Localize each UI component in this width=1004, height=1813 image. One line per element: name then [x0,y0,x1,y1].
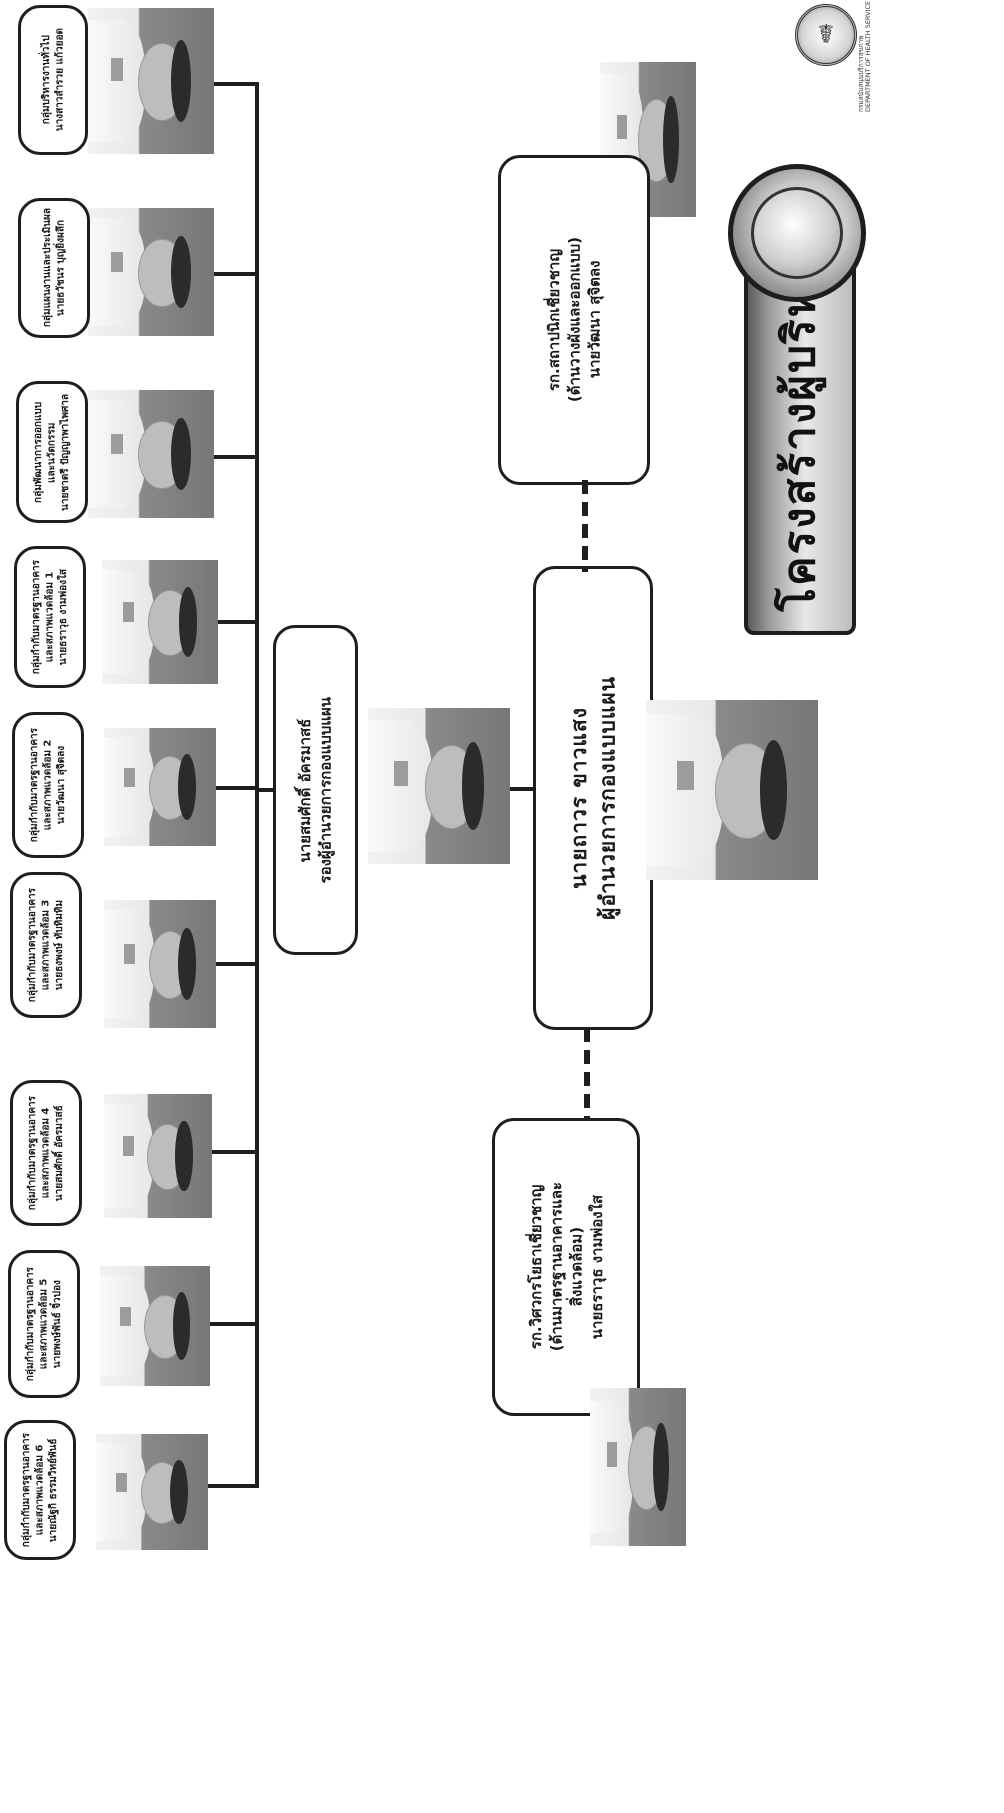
group-trunk-line [255,82,259,1486]
group-photo [88,208,214,336]
expert-standards-photo [590,1388,686,1546]
group-photo [104,1094,212,1218]
group-title: กลุ่มกำกับมาตรฐานอาคาร [24,1266,36,1382]
group-connector [214,272,258,276]
group-title: กลุ่มแผนงานและประเมินผล [41,208,53,328]
group-title: กลุ่มกำกับมาตรฐานอาคาร [28,727,40,843]
group-head-name: นายธงพงษ์ ทับทิมทิม [53,899,65,991]
group-head-name: นายพงษ์พันธ์ จิ๋วปอง [51,1279,63,1369]
expert-design-name: นายวัฒนา สุจิตลง [585,261,604,379]
group-photo [100,1266,210,1386]
group-title: กลุ่มกำกับมาตรฐานอาคาร [26,1095,38,1211]
group-title: กลุ่มบริหารงานทั่วไป [40,35,52,125]
group-subtitle: และสภาพแวดล้อม 3 [40,899,52,991]
group-box: กลุ่มบริหารงานทั่วไป นางสาวสำรวย แก้วยอด [18,5,88,155]
group-connector [208,1484,259,1488]
group-connector [212,1150,258,1154]
group-head-name: นายณัฐกิ ธรรมวิทย์พันธ์ [47,1438,59,1542]
group-subtitle: และสภาพแวดล้อม 5 [38,1278,50,1370]
group-connector [214,82,258,86]
group-box: กลุ่มกำกับมาตรฐานอาคาร และสภาพแวดล้อม 5 … [8,1250,80,1398]
expert-standards-name: นายธราวุธ งามพ่องใส [587,1194,606,1340]
director-photo [646,700,818,880]
logo-caption: กรมสนับสนุนบริการสุขภาพ DEPARTMENT OF HE… [857,0,872,112]
group-box: กลุ่มกำกับมาตรฐานอาคาร และสภาพแวดล้อม 2 … [12,712,84,858]
group-subtitle: และสภาพแวดล้อม 2 [42,739,54,831]
deputy-position: รองผู้อำนวยการกองแบบแผน [316,696,335,884]
expert-standards-title: รก.วิศวกรโยธาเชี่ยวชาญ [526,1184,545,1350]
group-photo [104,728,216,846]
group-head-name: นายธวัชนร บุญยิ่งผลึก [55,219,66,317]
group-connector [214,620,258,624]
expert-standards-subtitle-1: (ด้านมาตรฐานอาคารและ [546,1182,565,1352]
group-subtitle: และสภาพแวดล้อม 6 [34,1444,46,1536]
group-subtitle: และนวัตกรรม [46,421,58,483]
expert-standards-subtitle-2: สิ่งแวดล้อม) [567,1227,585,1307]
group-box: กลุ่มพัฒนาการออกแบบ และนวัตกรรม นายชาตรี… [16,381,88,523]
group-subtitle: และสภาพแวดล้อม 1 [44,571,56,663]
director-name: นายถาวร ขาวแสง [566,707,591,889]
deputy-name: นายสมศักดิ์ อัครมาสธ์ [296,718,315,862]
director-deputy-connector [510,787,536,791]
group-photo [88,390,214,518]
group-head-name: นางสาวสำรวย แก้วยอด [54,28,65,132]
group-head-name: นายชาตรี ปัญญาพาไพศาล [59,393,71,511]
title-ornament-icon [728,164,866,302]
group-photo [104,900,216,1028]
expert-design-subtitle: (ด้านวางผังและออกแบบ) [564,237,583,403]
expert-standards-box: รก.วิศวกรโยธาเชี่ยวชาญ (ด้านมาตรฐานอาคาร… [492,1118,640,1416]
ministry-seal-icon: ☤ [795,4,857,66]
group-photo [96,1434,208,1550]
group-connector [214,786,258,790]
group-photo [88,8,214,154]
director-position: ผู้อำนวยการกองแบบแผน [595,676,619,920]
group-title: กลุ่มกำกับมาตรฐานอาคาร [26,887,38,1003]
director-box: นายถาวร ขาวแสง ผู้อำนวยการกองแบบแผน [533,566,653,1030]
deputy-box: นายสมศักดิ์ อัครมาสธ์ รองผู้อำนวยการกองแ… [273,625,358,955]
group-connector [214,962,258,966]
group-head-name: นายธราวุธ งามพ่องใส [57,568,69,666]
deputy-photo [368,708,510,864]
group-subtitle: และสภาพแวดล้อม 4 [40,1107,52,1199]
group-title: กลุ่มกำกับมาตรฐานอาคาร [20,1432,32,1548]
group-box: กลุ่มกำกับมาตรฐานอาคาร และสภาพแวดล้อม 3 … [10,872,82,1018]
group-photo [102,560,218,684]
expert-design-box: รก.สถาปนิกเชี่ยวชาญ (ด้านวางผังและออกแบบ… [498,155,650,485]
group-connector [210,1322,258,1326]
group-head-name: นายสมศักดิ์ อัครมาสธ์ [53,1105,65,1201]
group-connector [214,455,258,459]
expert-design-title: รก.สถาปนิกเชี่ยวชาญ [544,248,563,392]
deputy-trunk-connector [258,788,275,792]
group-box: กลุ่มกำกับมาตรฐานอาคาร และสภาพแวดล้อม 6 … [4,1420,76,1560]
group-head-name: นายวัฒนา สุจิตลง [55,745,67,825]
logo-caption-en: DEPARTMENT OF HEALTH SERVICE SUPPORT [864,0,872,112]
group-title: กลุ่มกำกับมาตรฐานอาคาร [30,559,42,675]
group-box: กลุ่มกำกับมาตรฐานอาคาร และสภาพแวดล้อม 1 … [14,546,86,688]
group-box: กลุ่มแผนงานและประเมินผล นายธวัชนร บุญยิ่… [18,198,90,338]
dashed-connector-bottom [584,1028,590,1120]
group-title: กลุ่มพัฒนาการออกแบบ [32,401,44,503]
group-box: กลุ่มกำกับมาตรฐานอาคาร และสภาพแวดล้อม 4 … [10,1080,82,1226]
dashed-connector-top [582,480,588,572]
